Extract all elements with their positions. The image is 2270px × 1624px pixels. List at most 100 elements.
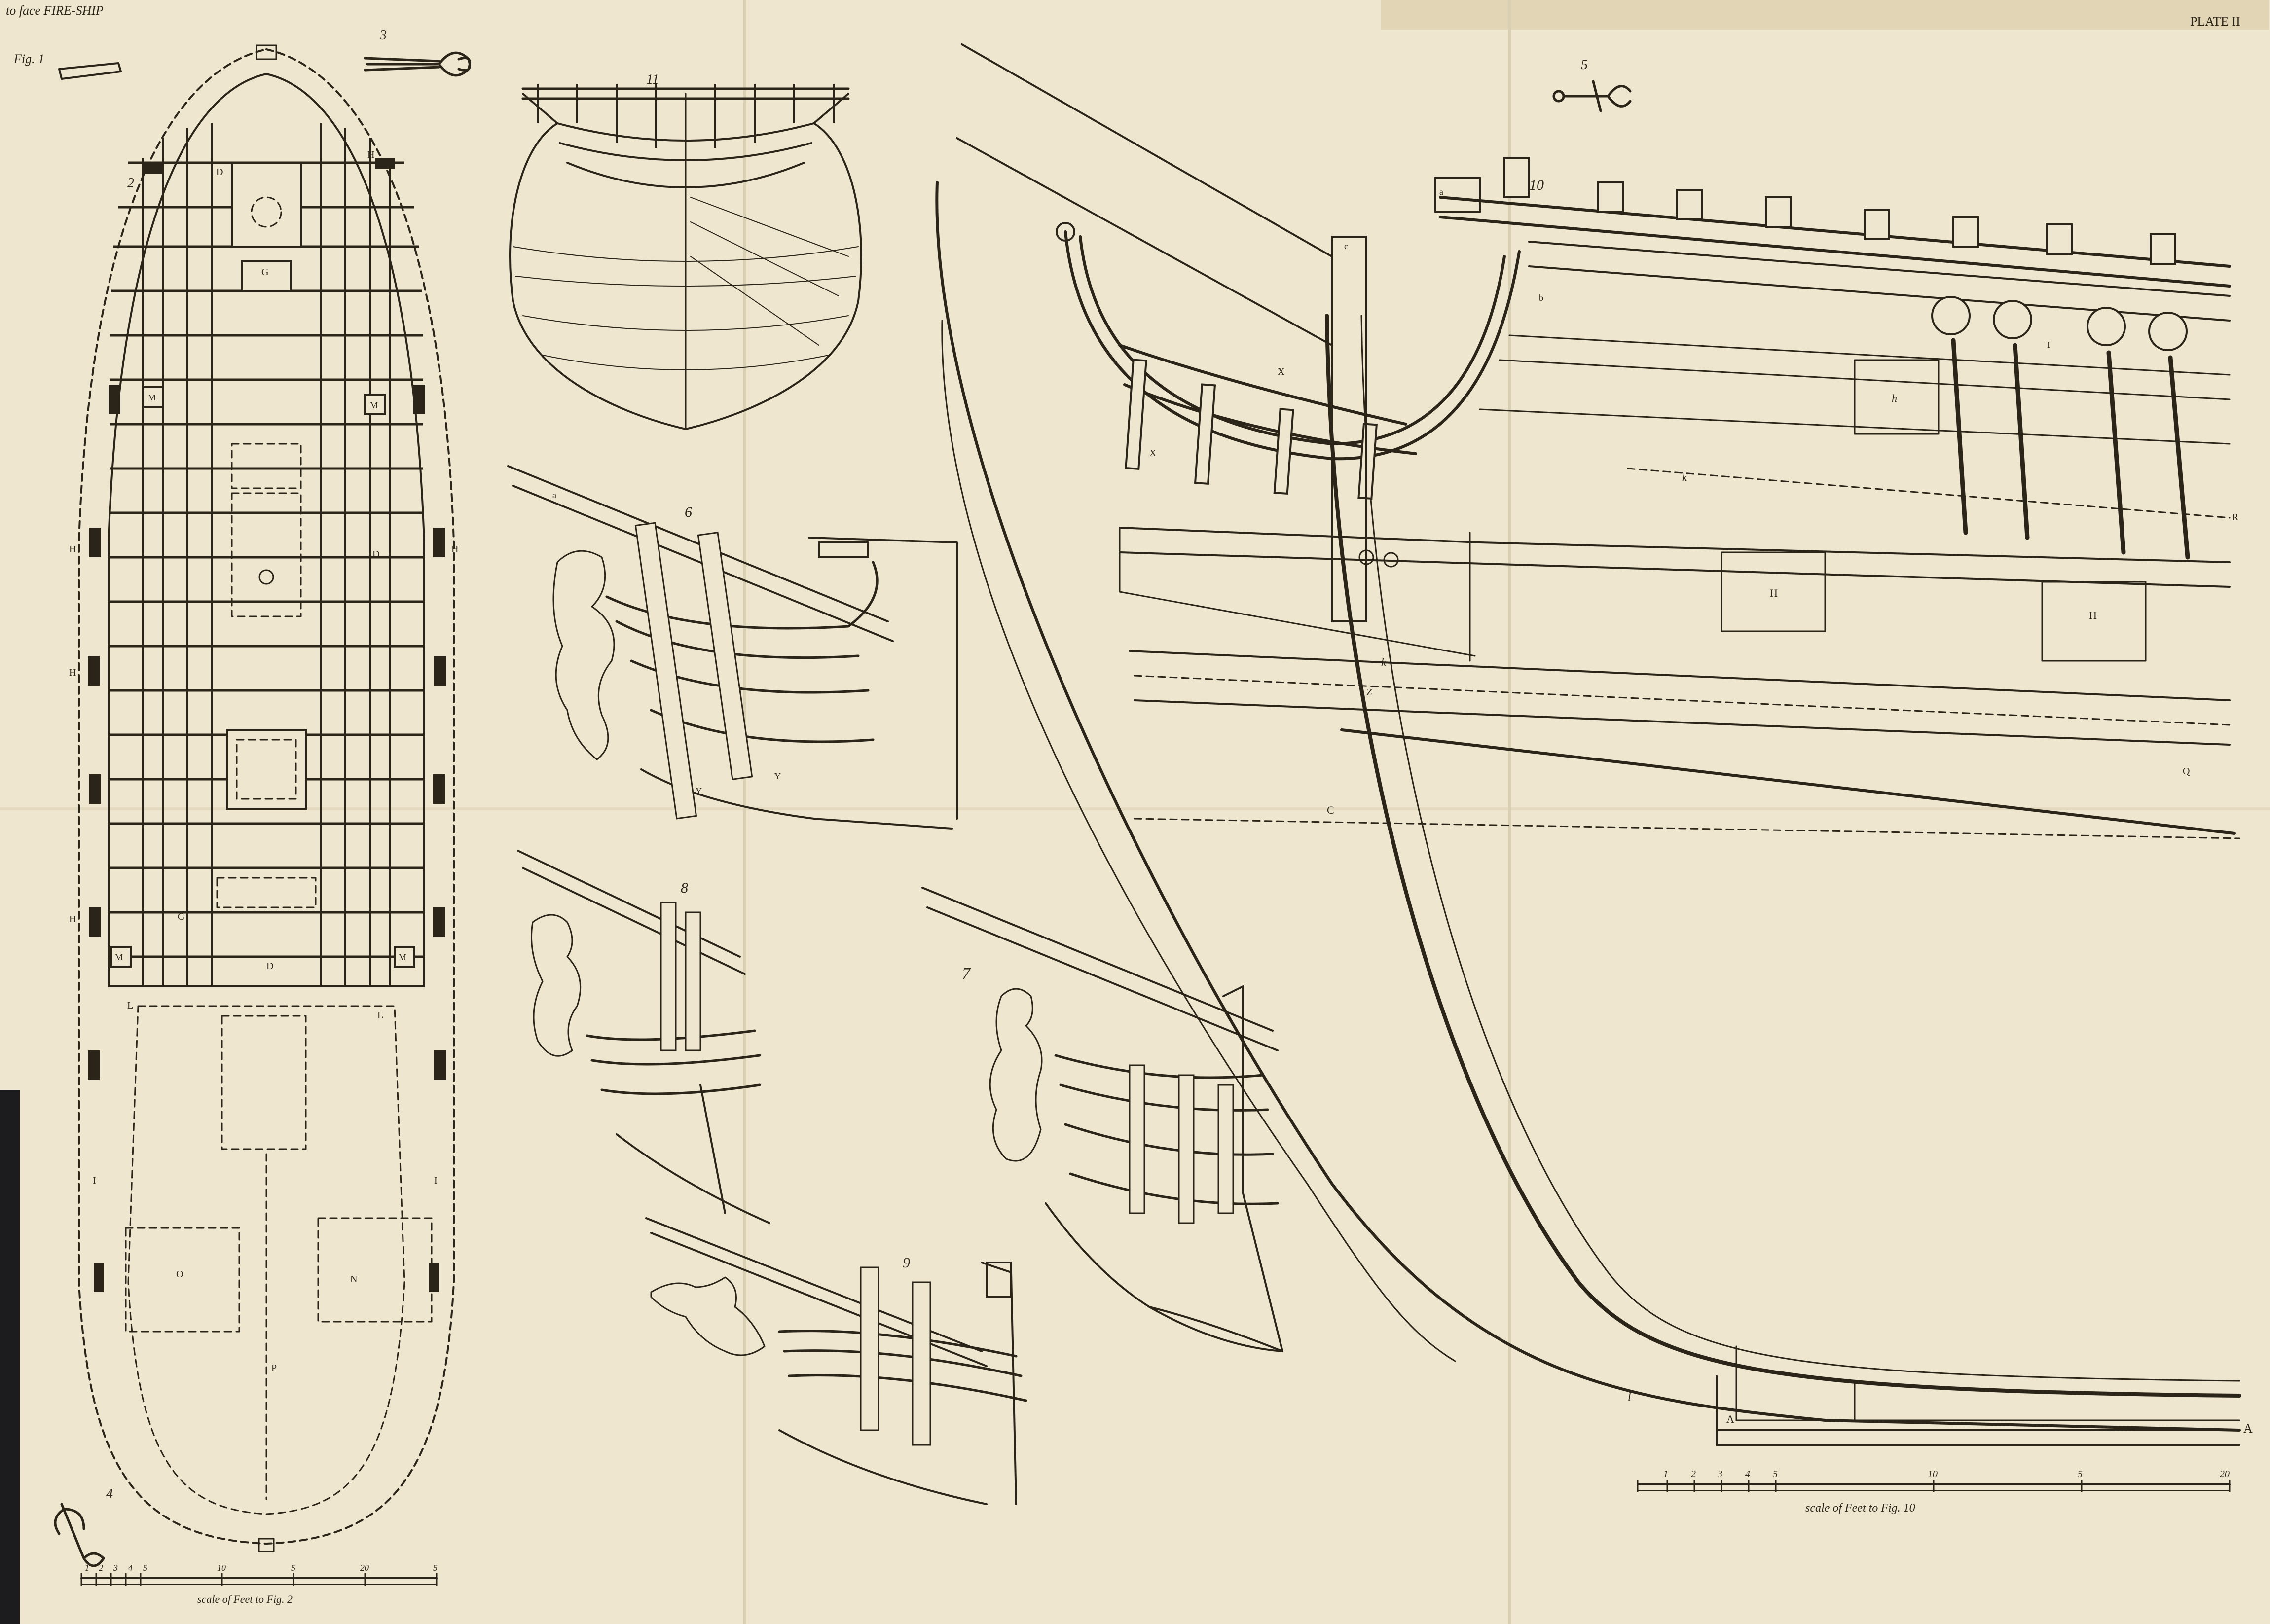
profile-hawse-1 bbox=[1358, 549, 1374, 565]
profile-fore-timbers bbox=[1119, 527, 1476, 662]
profile-port-h2 bbox=[2041, 581, 2147, 662]
deck-scuttle-m4 bbox=[394, 946, 415, 968]
fig8-timbers bbox=[660, 902, 701, 1051]
scale2-tick-3: 3 bbox=[113, 1563, 118, 1573]
fig7-label: 7 bbox=[962, 965, 971, 983]
fig1-label: Fig. 1 bbox=[13, 52, 44, 66]
scale2-tick-4: 4 bbox=[128, 1563, 133, 1573]
scale2-tick-1: 1 bbox=[85, 1563, 89, 1573]
deck-letter-l1: L bbox=[127, 1000, 133, 1011]
fig6-letter-y1: Y bbox=[696, 786, 702, 796]
profile-port-h1 bbox=[1721, 551, 1826, 632]
fig9-label: 9 bbox=[903, 1255, 910, 1271]
deck-outer-hull bbox=[78, 48, 455, 1545]
fig3-label: 3 bbox=[379, 28, 387, 43]
fig8-label: 8 bbox=[681, 880, 688, 896]
deck-letter-i1: I bbox=[93, 1175, 96, 1186]
dark-mount-strip bbox=[0, 1090, 20, 1624]
scale-fig10: 1 2 3 4 5 10 5 20 scale of Feet to Fig. … bbox=[1637, 1469, 2231, 1515]
profile-chain-plates bbox=[1951, 338, 2190, 560]
scale2-tick-15: 5 bbox=[291, 1563, 295, 1573]
deck-hatch-mid bbox=[231, 443, 302, 489]
fig7-bowsprit bbox=[921, 887, 1279, 1051]
profile-stem-outer bbox=[935, 181, 2241, 1432]
paper-stain bbox=[1381, 0, 2269, 30]
fig6-stem bbox=[640, 537, 958, 830]
scale-fig2: 1 2 3 4 5 10 5 20 5 scale of Feet to Fig… bbox=[80, 1563, 438, 1605]
fig6-timbers bbox=[634, 522, 753, 820]
header-left: to face FIRE-SHIP bbox=[6, 3, 104, 18]
profile-wale-upper bbox=[1119, 527, 2231, 563]
deck-stem-post bbox=[256, 44, 277, 60]
fig8-stem bbox=[616, 1084, 770, 1224]
profile-guns bbox=[1503, 157, 2176, 265]
profile-letter-k1: k bbox=[1682, 471, 1687, 483]
scale10-tick-1: 1 bbox=[1663, 1469, 1668, 1480]
figure-8-bow: 8 bbox=[517, 850, 770, 1224]
deck-letter-p: P bbox=[271, 1363, 277, 1373]
deck-scuttle-m3 bbox=[110, 946, 132, 968]
fig9-figurehead bbox=[650, 1276, 766, 1356]
deck-letter-h1: H bbox=[367, 149, 374, 160]
profile-keel bbox=[1716, 1375, 2240, 1446]
profile-letter-z: Z bbox=[1366, 687, 1372, 698]
profile-stem-fore bbox=[941, 320, 1456, 1362]
profile-letter-k2: k bbox=[1381, 656, 1387, 668]
figure-1: Fig. 1 bbox=[13, 52, 122, 80]
scale2-tick-20: 20 bbox=[360, 1563, 369, 1573]
profile-head-rails bbox=[1064, 230, 1521, 461]
deck-letter-h5: H bbox=[69, 914, 76, 925]
scale10-tick-5: 5 bbox=[1773, 1469, 1778, 1480]
fig11-label: 11 bbox=[646, 72, 659, 87]
deck-hatch-fore bbox=[231, 162, 302, 248]
fig9-post bbox=[986, 1262, 1012, 1298]
deck-letter-l2: L bbox=[377, 1010, 383, 1021]
deck-letter-d1: D bbox=[216, 167, 223, 178]
profile-cathead bbox=[1434, 177, 1481, 213]
profile-bowsprit bbox=[956, 43, 1333, 346]
fig6-cathead bbox=[818, 541, 869, 558]
scale10-tick-3: 3 bbox=[1717, 1469, 1722, 1480]
profile-letter-h-small: h bbox=[1892, 392, 1897, 404]
fig5-hook bbox=[1552, 80, 1632, 112]
profile-stem-post bbox=[1331, 236, 1367, 622]
profile-letter-a-top: a bbox=[1439, 187, 1443, 197]
deck-mast-main bbox=[258, 569, 274, 585]
fig8-head-rails bbox=[586, 1029, 761, 1095]
profile-letter-a-keel1: A bbox=[1726, 1413, 1734, 1425]
scale2-tick-25: 5 bbox=[433, 1563, 438, 1573]
figure-5: 5 bbox=[1552, 57, 1632, 112]
fig1-timber bbox=[58, 62, 122, 80]
figure-7-bow: 7 bbox=[921, 887, 1283, 1352]
profile-letter-r: R bbox=[2232, 512, 2239, 523]
deck-letter-m4: M bbox=[399, 952, 406, 962]
profile-lower-wale bbox=[1340, 728, 2236, 835]
profile-letter-q: Q bbox=[2183, 766, 2190, 777]
fig7-figurehead bbox=[989, 988, 1043, 1162]
fig9-head-rails bbox=[778, 1330, 1027, 1402]
fig9-timbers bbox=[860, 1266, 931, 1446]
deck-lower-inner bbox=[127, 1005, 405, 1515]
deck-carlings bbox=[142, 123, 391, 986]
fig6-label: 6 bbox=[685, 504, 692, 520]
deck-hatch-main bbox=[231, 492, 302, 617]
profile-keel-scarf bbox=[1735, 1345, 2240, 1421]
deck-letter-m2: M bbox=[370, 400, 378, 410]
scale10-tick-20: 20 bbox=[2220, 1469, 2230, 1480]
figure-3: 3 bbox=[364, 28, 471, 77]
scale2-caption: scale of Feet to Fig. 2 bbox=[197, 1593, 293, 1605]
deck-letter-g: G bbox=[261, 267, 268, 278]
profile-letter-c: c bbox=[1344, 241, 1348, 251]
scale10-caption: scale of Feet to Fig. 10 bbox=[1805, 1502, 1915, 1515]
profile-wale-dotted bbox=[1134, 468, 2240, 839]
figure-4: 4 bbox=[54, 1486, 113, 1567]
profile-port-h-upper bbox=[1854, 359, 1940, 435]
scale10-tick-10: 10 bbox=[1928, 1469, 1938, 1480]
section-planking bbox=[513, 197, 859, 370]
deck-capstan-aft bbox=[216, 877, 317, 908]
figure-11-section: 11 bbox=[509, 72, 862, 430]
fig4-label: 4 bbox=[106, 1486, 113, 1502]
deck-scuttle-m2 bbox=[364, 394, 386, 415]
profile-wale bbox=[1119, 551, 2231, 746]
